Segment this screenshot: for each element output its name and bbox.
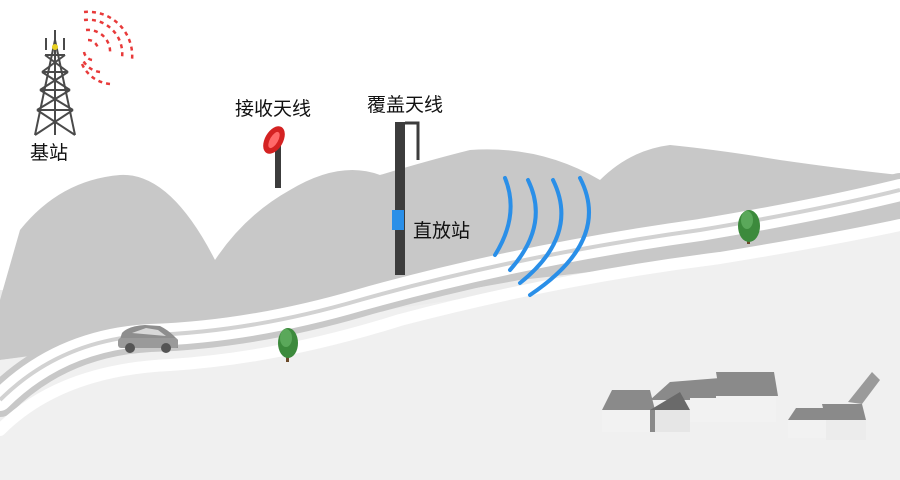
coverage-signal-waves [493, 176, 591, 297]
house-icon [602, 372, 778, 432]
signal-wave-icon [80, 10, 134, 86]
car-icon [118, 325, 178, 353]
coverage-antenna-arm [405, 121, 420, 160]
receive-antenna-pole [275, 140, 281, 188]
repeater-label: 直放站 [413, 220, 471, 242]
road-lane-line [0, 188, 900, 402]
road-outer-edge [0, 219, 900, 436]
tower-icon [34, 30, 76, 136]
repeater-box [392, 210, 404, 230]
satellite-dish-icon [263, 126, 285, 154]
mountain-range [0, 145, 900, 360]
receive-antenna-label: 接收天线 [235, 98, 312, 120]
base-station-label: 基站 [30, 142, 69, 164]
coverage-antenna-pole [395, 122, 405, 275]
tree-icon-2 [738, 210, 760, 244]
house-icon-2 [788, 372, 880, 440]
coverage-antenna-label: 覆盖天线 [367, 94, 444, 116]
tree-icon [278, 328, 298, 362]
tower-light [52, 44, 58, 50]
